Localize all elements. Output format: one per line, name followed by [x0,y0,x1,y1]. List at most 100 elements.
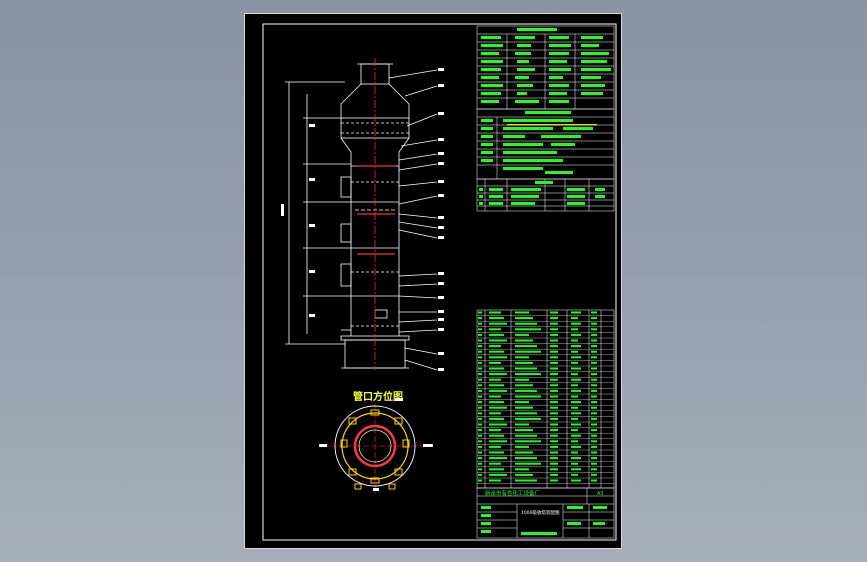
parts-cell-text [478,434,482,437]
title-block [476,487,615,539]
parts-cell-text [489,462,501,465]
parts-cell-text [550,367,558,370]
parts-cell-text [478,356,482,359]
parts-cell-text [489,479,501,482]
parts-cell-text [515,311,529,314]
parts-cell-text [478,417,482,420]
parts-cell-text [550,434,558,437]
parts-cell-text [550,339,558,342]
title-block-text-blocks [481,506,607,535]
parts-cell-text [489,317,504,320]
parts-cell-text [571,322,581,325]
parts-cell-text [550,395,558,398]
parts-cell-text [515,333,529,336]
parts-cell-text [571,317,578,320]
parts-cell-text [478,339,482,342]
parts-cell-text [571,468,581,471]
inner-pipe [353,424,397,468]
parts-cell-text [489,412,501,415]
parts-cell-text [591,440,597,443]
parts-cell-text [571,345,581,348]
parts-cell-text [550,350,558,353]
parts-cell-text [550,317,558,320]
parts-cell-text [571,473,578,476]
parts-cell-text [591,389,597,392]
parts-cell-text [489,328,501,331]
parts-cell-text [478,350,482,353]
parts-cell-text [515,429,533,432]
cad-drawing: 管口方位图 [262,23,617,541]
parts-cell-text [478,468,482,471]
parts-cell-text [571,440,578,443]
parts-cell-text [515,440,541,443]
parts-cell-text [489,384,504,387]
technical-spec-table [476,25,615,212]
parts-cell-text [571,333,581,336]
parts-cell-text [591,423,597,426]
parts-cell-text [515,479,537,482]
parts-cell-text [478,445,482,448]
spec-highlight-line [507,124,597,126]
parts-cell-text [591,373,597,376]
parts-cell-text [515,328,541,331]
parts-cell-text [489,440,507,443]
shell-outline [334,405,416,487]
parts-cell-text [478,361,482,364]
parts-cell-text [515,317,533,320]
company-name: 新余市有色化工设备厂 [485,489,541,497]
parts-cell-text [591,311,597,314]
parts-cell-text [478,451,482,454]
parts-cell-text [515,389,537,392]
parts-cell-text [571,311,581,314]
parts-cell-text [550,457,558,460]
parts-cell-text [489,389,507,392]
parts-cell-text [550,389,558,392]
parts-cell-text [489,457,507,460]
tower-elevation [285,58,438,371]
parts-cell-text [489,322,507,325]
parts-cell-text [515,406,533,409]
parts-cell-text [478,378,482,381]
parts-cell-text [515,451,533,454]
parts-cell-text [515,473,533,476]
parts-cell-text [571,406,578,409]
parts-cell-text [515,457,537,460]
parts-cell-text [550,322,558,325]
parts-cell-text [489,339,507,342]
parts-cell-text [515,468,529,471]
parts-cell-text [591,339,597,342]
parts-cell-text [591,479,597,482]
parts-cell-text [478,429,482,432]
parts-cell-text [489,395,501,398]
parts-cell-text [550,423,558,426]
parts-cell-text [591,361,597,364]
parts-cell-text [478,333,482,336]
parts-cell-text [591,462,597,465]
parts-cell-text [571,412,581,415]
parts-cell-text [591,473,597,476]
parts-cell-text [550,333,558,336]
parts-cell-text [591,429,597,432]
nozzle-orientation-view [319,398,433,494]
parts-cell-text [515,384,533,387]
parts-cell-text [515,378,529,381]
parts-cell-text [550,440,558,443]
parts-cell-text [489,406,507,409]
parts-cell-text [515,445,529,448]
parts-cell-text [591,322,597,325]
parts-cell-text [515,373,541,376]
parts-cell-text [550,311,558,314]
parts-cell-text [550,412,558,415]
parts-cell-text [478,311,482,314]
parts-cell-text [591,401,597,404]
parts-cell-text [515,322,537,325]
parts-cell-text [591,417,597,420]
flange-ring [341,412,409,480]
parts-cell-text [571,378,581,381]
parts-cell-text [489,350,504,353]
parts-cell-text [478,317,482,320]
leader-callouts [281,68,444,371]
parts-cell-text [571,429,578,432]
parts-cell-text [515,350,541,353]
parts-cell-text [515,462,541,465]
